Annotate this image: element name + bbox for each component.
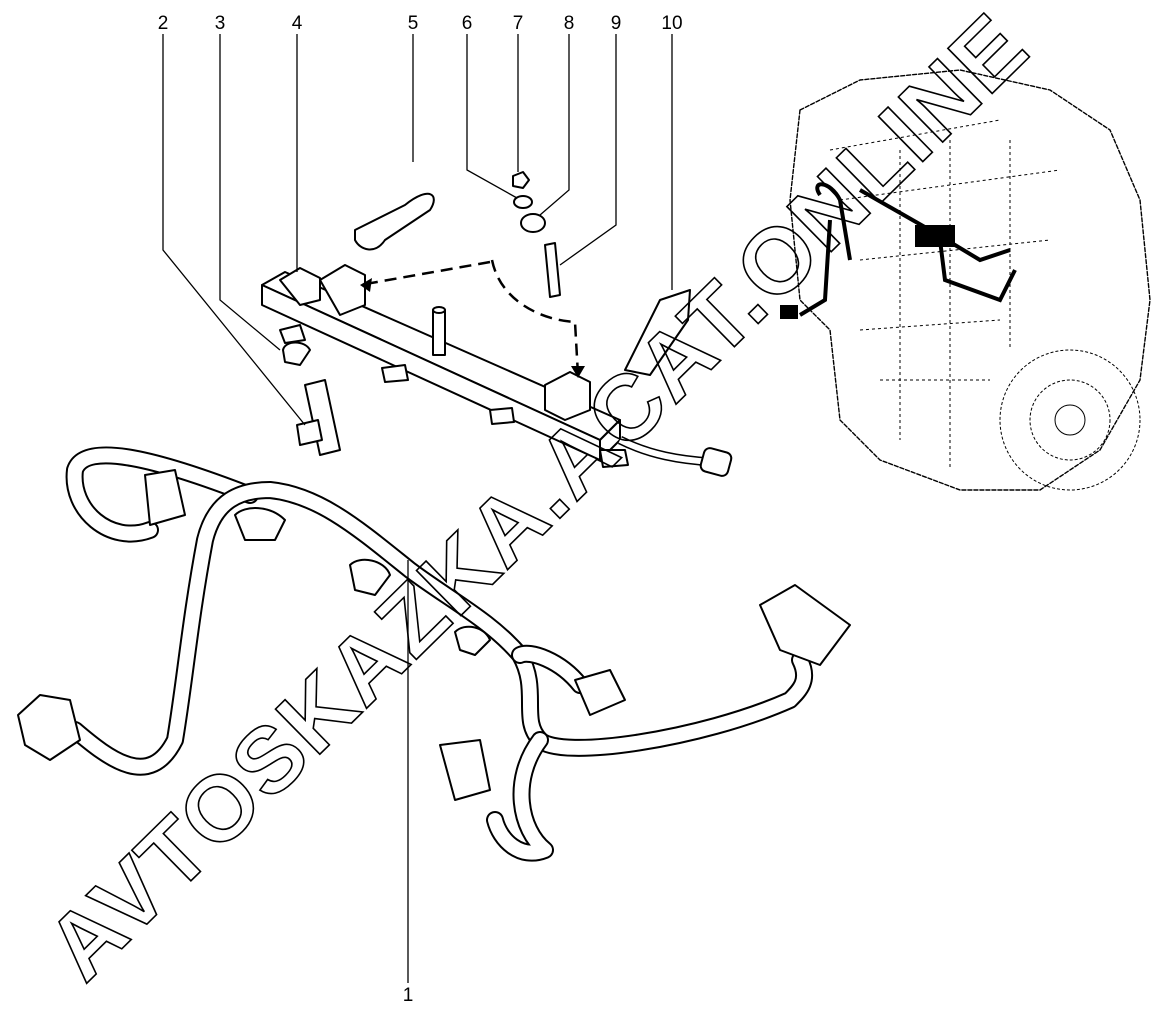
assembly-arrow	[359, 260, 491, 287]
callout-9: 9	[611, 13, 622, 34]
wiring-harness	[17, 446, 851, 862]
callout-4: 4	[292, 13, 303, 34]
callout-10: 10	[661, 13, 682, 34]
small-parts	[282, 171, 691, 456]
callout-2: 2	[158, 13, 169, 34]
callout-6: 6	[462, 13, 473, 34]
callout-1: 1	[403, 985, 414, 1006]
leader-lines	[162, 34, 673, 983]
callout-5: 5	[408, 13, 419, 34]
callout-8: 8	[564, 13, 575, 34]
fuel-rail	[261, 264, 733, 477]
callout-3: 3	[215, 13, 226, 34]
callout-7: 7	[513, 13, 524, 34]
engine-illustration	[780, 69, 1151, 491]
assembly-arrow	[490, 259, 580, 376]
